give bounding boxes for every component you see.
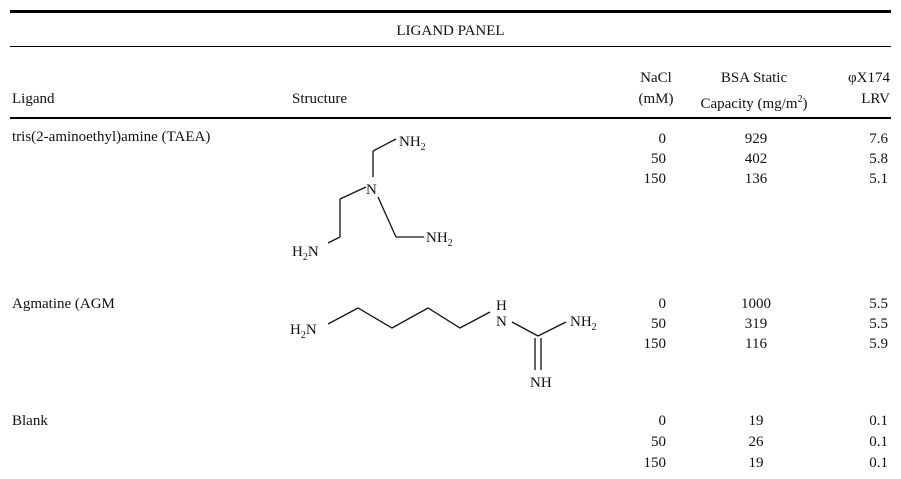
header-structure: Structure xyxy=(292,91,347,107)
header-lrv: φX174 LRV xyxy=(826,70,890,108)
header-bsa-close: ) xyxy=(802,96,808,112)
taea-lrv-0: 7.6 xyxy=(869,131,888,147)
row-ligand-blank: Blank xyxy=(12,413,48,429)
header-bsa-line2-text: Capacity (mg/m xyxy=(700,96,798,112)
taea-nacl-2: 150 xyxy=(643,171,667,187)
agm-nacl-0: 0 xyxy=(658,296,667,312)
blank-nacl-1: 50 xyxy=(651,434,666,450)
header-ligand: Ligand xyxy=(12,91,55,107)
blank-bsa-2: 19 xyxy=(748,455,764,471)
top-rule xyxy=(10,10,891,13)
agm-lrv-0: 5.5 xyxy=(869,296,888,312)
agm-bsa-1: 319 xyxy=(744,316,768,332)
agm-h2n: H2N xyxy=(290,322,317,341)
row-ligand-agm: Agmatine (AGM xyxy=(12,296,115,312)
header-bsa-sup: 2 xyxy=(797,94,803,105)
agm-nacl-2: 150 xyxy=(643,336,667,352)
taea-h2n-left: H2N xyxy=(292,244,319,263)
agm-h: H xyxy=(496,298,507,314)
blank-bsa-1: 26 xyxy=(748,434,764,450)
header-lrv-line1: φX174 xyxy=(848,70,890,86)
blank-nacl-2: 150 xyxy=(643,455,667,471)
blank-lrv-1: 0.1 xyxy=(869,434,888,450)
header-bsa: BSA Static Capacity (mg/m2) xyxy=(686,70,822,113)
table-title: LIGAND PANEL xyxy=(396,23,505,39)
agm-nh: NH xyxy=(530,375,552,391)
blank-lrv-2: 0.1 xyxy=(869,455,888,471)
agm-nh2: NH2 xyxy=(570,314,597,333)
agm-bsa-0: 1000 xyxy=(741,296,771,312)
agm-lrv-1: 5.5 xyxy=(869,316,888,332)
taea-n-center: N xyxy=(366,182,377,198)
header-lrv-line2: LRV xyxy=(861,91,890,107)
agm-lrv-2: 5.9 xyxy=(869,336,888,352)
title-rule xyxy=(10,46,891,47)
structure-agm: H2N H N NH2 NH xyxy=(290,298,597,391)
taea-nacl-1: 50 xyxy=(651,151,666,167)
taea-bsa-1: 402 xyxy=(744,151,768,167)
taea-bsa-0: 929 xyxy=(744,131,768,147)
structure-taea: NH2 N H2N NH2 xyxy=(292,134,453,263)
header-nacl: NaCl (mM) xyxy=(628,70,684,108)
header-nacl-line2: (mM) xyxy=(638,91,674,107)
row-ligand-taea: tris(2-aminoethyl)amine (TAEA) xyxy=(12,129,211,145)
header-bsa-line1: BSA Static xyxy=(720,70,788,86)
agm-bsa-2: 116 xyxy=(745,336,767,352)
taea-nh2-right: NH2 xyxy=(426,230,453,249)
blank-lrv-0: 0.1 xyxy=(869,413,888,429)
header-nacl-line1: NaCl xyxy=(640,70,672,86)
taea-lrv-1: 5.8 xyxy=(869,151,888,167)
header-bsa-line2: Capacity (mg/m2) xyxy=(686,91,822,113)
header-rule xyxy=(10,117,891,119)
agm-n: N xyxy=(496,314,507,330)
blank-nacl-0: 0 xyxy=(658,413,667,429)
taea-nacl-0: 0 xyxy=(658,131,667,147)
taea-nh2-top: NH2 xyxy=(399,134,426,153)
agm-nacl-1: 50 xyxy=(651,316,666,332)
taea-lrv-2: 5.1 xyxy=(869,171,888,187)
taea-bsa-2: 136 xyxy=(744,171,768,187)
blank-bsa-0: 19 xyxy=(748,413,764,429)
